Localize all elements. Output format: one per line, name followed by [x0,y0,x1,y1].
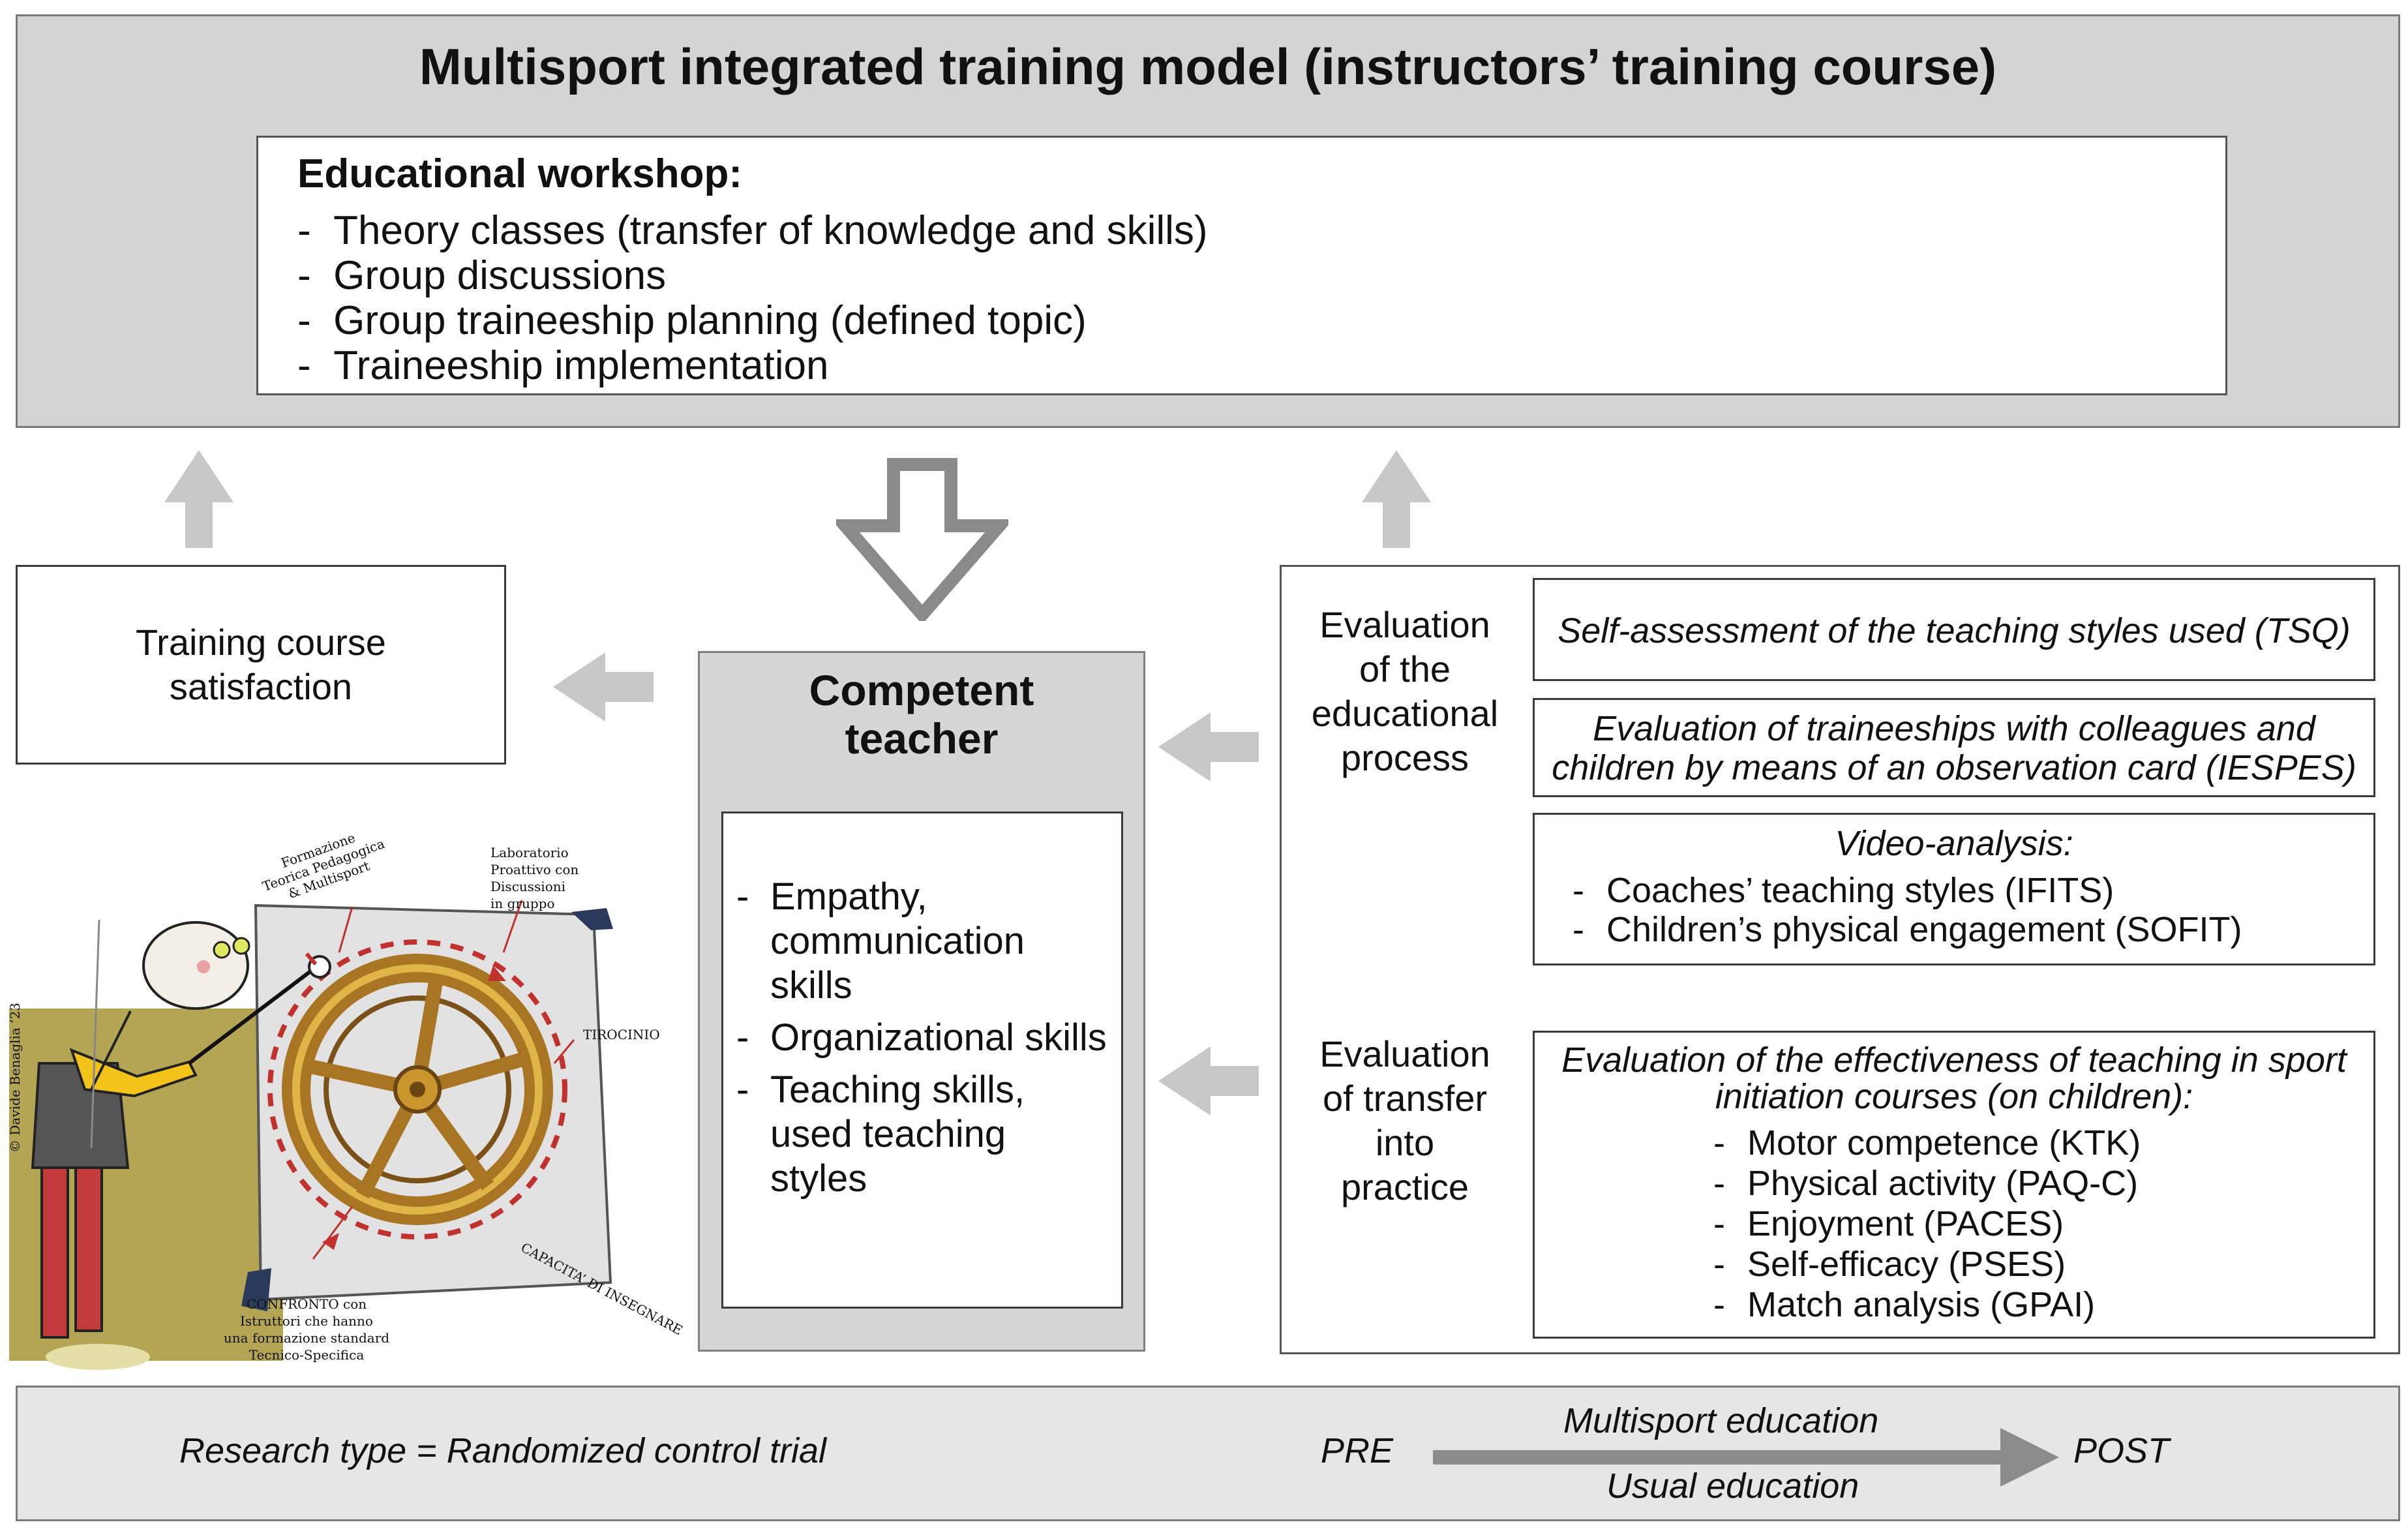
list-item: Motor competence (KTK) [1711,1123,2141,1163]
list-item: Group discussions [297,253,1208,298]
page-title: Multisport integrated training model (in… [419,38,1997,95]
video-analysis-list: Coaches’ teaching styles (IFITS) Childre… [1570,871,2242,949]
evaluation-process-label: Evaluation of the educational process [1294,603,1516,780]
iespes-line: Evaluation of traineeships with colleagu… [1593,709,2315,748]
workshop-list: Theory classes (transfer of knowledge an… [297,208,1208,388]
usual-label: Usual education [1606,1466,1859,1506]
evaluation-transfer-label: Evaluation of transfer into practice [1294,1032,1516,1209]
list-item: Enjoyment (PACES) [1711,1204,2141,1244]
arrow-up-right [1362,450,1431,548]
pre-post-arrow [1433,1428,2059,1487]
competent-skills-box: Empathy, communication skills Organizati… [721,812,1123,1309]
list-item: Self-efficacy (PSES) [1711,1244,2141,1284]
list-item: Theory classes (transfer of knowledge an… [297,208,1207,253]
label-line: Laboratorio [490,845,569,860]
label-line: of the [1359,648,1451,690]
illustration-credit: © Davide Benaglia ’23 [7,1002,23,1153]
video-analysis-box: Video-analysis: Coaches’ teaching styles… [1533,813,2375,965]
effectiveness-heading-line: initiation courses (on children): [1715,1077,2193,1116]
video-analysis-heading: Video-analysis: [1835,824,2073,863]
label-line: Evaluation [1319,604,1490,645]
list-item: Match analysis (GPAI) [1711,1284,2141,1325]
label-line: Evaluation [1319,1033,1490,1074]
list-item: Organizational skills [734,1016,1112,1060]
label-line: in gruppo [490,896,555,911]
footer-panel: Research type = Randomized control trial… [16,1386,2400,1521]
list-item: Empathy, communication skills [734,875,1112,1008]
arrow-down-outline [836,458,1008,621]
effectiveness-box: Evaluation of the effectiveness of teach… [1533,1031,2375,1339]
label-line: practice [1340,1166,1469,1207]
label-tirocinio: TIROCINIO [583,1027,660,1042]
post-label: POST [2073,1431,2170,1470]
multisport-label: Multisport education [1563,1401,1879,1440]
competent-skills-list: Empathy, communication skills Organizati… [734,875,1112,1209]
label-line: CONFRONTO con [246,1296,367,1312]
satisfaction-box: Training course satisfaction [16,565,506,765]
iespes-box: Evaluation of traineeships with colleagu… [1533,698,2375,797]
tsq-box: Self-assessment of the teaching styles u… [1533,578,2375,681]
satisfaction-line: satisfaction [169,666,353,707]
satisfaction-label: Training course satisfaction [18,620,504,709]
pre-label: PRE [1321,1431,1394,1470]
label-line: of transfer [1322,1078,1488,1119]
workshop-heading: Educational workshop: [297,151,743,196]
arrow-left-process [1158,712,1259,782]
effectiveness-list: Motor competence (KTK) Physical activity… [1711,1123,2141,1325]
label-line: Discussioni [490,879,566,894]
label-confronto: CONFRONTO con Istruttori che hanno una f… [222,1296,391,1363]
label-line: Proattivo con [490,862,579,877]
research-type: Research type = Randomized control trial [179,1431,826,1470]
illustration-drawing [9,900,613,1370]
satisfaction-line: Training course [136,622,386,663]
label-line: Tecnico-Specifica [248,1347,365,1363]
arrow-up-left [164,450,233,548]
list-item: Children’s physical engagement (SOFIT) [1570,910,2242,949]
competent-title-line: teacher [845,714,999,763]
list-item: Group traineeship planning (defined topi… [297,298,1208,343]
label-line: into [1375,1122,1435,1163]
effectiveness-heading-line: Evaluation of the effectiveness of teach… [1561,1040,2347,1080]
list-item: Physical activity (PAQ-C) [1711,1163,2141,1204]
arrow-left-satisfaction [553,652,654,721]
workshop-box: Educational workshop: Theory classes (tr… [256,136,2227,395]
list-item: Traineeship implementation [297,343,1208,388]
label-line: educational [1311,693,1499,734]
label-laboratorio: Laboratorio Proattivo con Discussioni in… [490,844,579,912]
label-line: Istruttori che hanno [240,1313,373,1329]
arrow-left-transfer [1158,1046,1259,1116]
label-line: una formazione standard [223,1330,390,1346]
effectiveness-heading: Evaluation of the effectiveness of teach… [1535,1042,2373,1115]
competent-title: Competent teacher [700,666,1143,763]
list-item: Teaching skills, used teaching styles [734,1068,1112,1201]
iespes-text: Evaluation of traineeships with colleagu… [1535,709,2373,787]
iespes-line: children by means of an observation card… [1552,748,2356,787]
competent-title-line: Competent [809,666,1034,714]
label-line: process [1340,737,1469,778]
cartoon-illustration: Formazione Teorica Pedagogica & Multispo… [0,815,691,1376]
list-item: Coaches’ teaching styles (IFITS) [1570,871,2242,910]
tsq-text: Self-assessment of the teaching styles u… [1558,611,2351,650]
